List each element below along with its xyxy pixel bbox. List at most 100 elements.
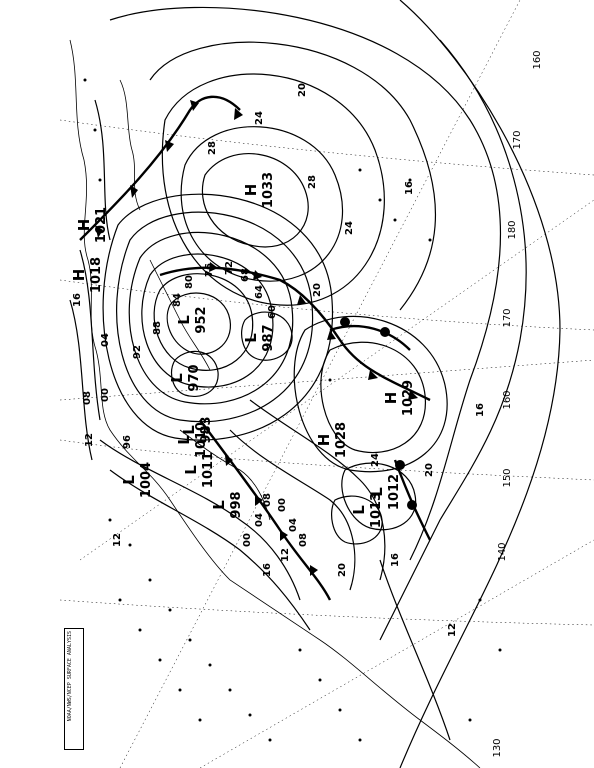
isobar-value: 12	[84, 433, 95, 447]
graticule	[59, 0, 594, 768]
isobar-value: 16	[390, 553, 401, 567]
pressure-center-symbol: H	[315, 434, 333, 447]
isobar-value: 20	[312, 283, 323, 297]
isobar-value: 28	[307, 175, 318, 189]
isobar-low-952-d	[128, 231, 294, 405]
pressure-center-symbol: L	[350, 505, 368, 515]
pressure-center-value: 1029	[401, 380, 416, 416]
isobar-value: 00	[277, 498, 288, 512]
legend-text: NOAA/NWS/NCEP SURFACE ANALYSIS	[67, 631, 73, 722]
isobar-value: 24	[344, 221, 355, 235]
pressure-center-value: 970	[187, 364, 202, 391]
isobar-20-north	[149, 41, 436, 311]
longitude-label: 130	[492, 738, 503, 757]
pressure-center-value: 1012	[387, 474, 402, 510]
pressure-center-value: 998	[229, 491, 244, 518]
isobar-28	[180, 126, 344, 282]
isobar-value: 20	[337, 563, 348, 577]
isobar-value: 16	[262, 563, 273, 577]
longitude-label: 160	[502, 390, 513, 409]
isobar-value: 16	[72, 293, 83, 307]
isobar-value: 72	[224, 261, 235, 275]
isobar-16-north	[109, 6, 501, 561]
isobar-1028-high	[293, 315, 448, 473]
pressure-center-value: 1004	[139, 462, 154, 498]
pressure-center-symbol: H	[70, 269, 88, 282]
isobar-1033-inner	[201, 153, 309, 248]
isobar-value: 12	[280, 548, 291, 562]
pressure-center-value: 1021	[94, 207, 109, 243]
pressure-center-symbol: L	[182, 465, 200, 475]
isobar-value: 88	[152, 321, 163, 335]
cold-front-south	[199, 419, 332, 601]
isobar-value: 08	[82, 391, 93, 405]
longitude-label: 140	[497, 542, 508, 561]
pressure-center-value: 1010	[194, 422, 209, 458]
isobar-value: 76	[204, 263, 215, 277]
isobar-value: 24	[370, 453, 381, 467]
warm-front-east	[329, 324, 411, 351]
pressure-center-symbol: H	[75, 219, 93, 232]
isobar-value: 16	[404, 181, 415, 195]
isobar-value: 12	[447, 623, 458, 637]
pressure-center-symbol: L	[210, 500, 228, 510]
isobar-low-987	[241, 311, 293, 361]
isobar-low-952-e	[116, 211, 314, 423]
isobar-low-952-b	[153, 273, 254, 371]
pressure-center-symbol: L	[175, 435, 193, 445]
isobar-value: 80	[184, 275, 195, 289]
isobar-value: 68	[240, 268, 251, 282]
isobar-west-1	[94, 99, 111, 241]
isobar-value: 60	[267, 305, 278, 319]
isobar-value: 20	[424, 463, 435, 477]
isobar-value: 00	[100, 388, 111, 402]
front-symbols	[95, 100, 418, 576]
map-legend: NOAA/NWS/NCEP SURFACE ANALYSIS	[64, 628, 84, 750]
pressure-center-labels: 1033H1028H1029H952L970L987L983L1004L1010…	[70, 172, 416, 528]
longitude-label: 150	[502, 468, 513, 487]
isobar-low-1012	[341, 462, 417, 531]
pressure-center-symbol: L	[120, 475, 138, 485]
isobar-value: 00	[242, 533, 253, 547]
pressure-center-symbol: H	[242, 184, 260, 197]
longitude-label: 170	[502, 308, 513, 327]
isobar-value: 04	[254, 513, 265, 527]
pressure-center-value: 1028	[334, 422, 349, 458]
longitude-label: 170	[512, 130, 523, 149]
isobar-south-1	[99, 439, 301, 601]
isobar-value: 96	[122, 435, 133, 449]
pressure-center-symbol: L	[180, 425, 198, 435]
isobar-low-952-c	[141, 253, 274, 388]
isobar-low-1013	[331, 495, 383, 545]
isobar-value: 16	[475, 403, 486, 417]
isobar-value: 64	[254, 285, 265, 299]
isobar-value: 84	[172, 293, 183, 307]
pressure-center-value: 952	[194, 306, 209, 333]
pressure-center-value: 983	[199, 416, 214, 443]
isobar-value: 08	[298, 533, 309, 547]
isobar-value: 08	[262, 493, 273, 507]
isobar-south-4	[249, 399, 386, 581]
pressure-center-value: 1011	[201, 452, 216, 488]
isobar-value: 28	[207, 141, 218, 155]
isobar-low-952-f	[102, 193, 334, 441]
isobar-12-south	[379, 559, 451, 741]
isobar-20-east	[379, 39, 527, 641]
isobar-value: 24	[254, 111, 265, 125]
isobar-value: 04	[100, 333, 111, 347]
isobar-value: 04	[288, 518, 299, 532]
isobar-24	[161, 73, 385, 306]
station-plots	[83, 78, 502, 742]
isobar-1029-high	[320, 341, 426, 454]
pressure-center-value: 1033	[261, 172, 276, 208]
longitude-label: 180	[507, 220, 518, 239]
pressure-center-value: 1013	[369, 492, 384, 528]
isobar-16-east	[399, 0, 561, 768]
isobar-west-2	[79, 249, 101, 421]
cold-front-north	[79, 95, 241, 241]
isobar-south-2	[109, 469, 311, 631]
isobar-value: 92	[132, 345, 143, 359]
